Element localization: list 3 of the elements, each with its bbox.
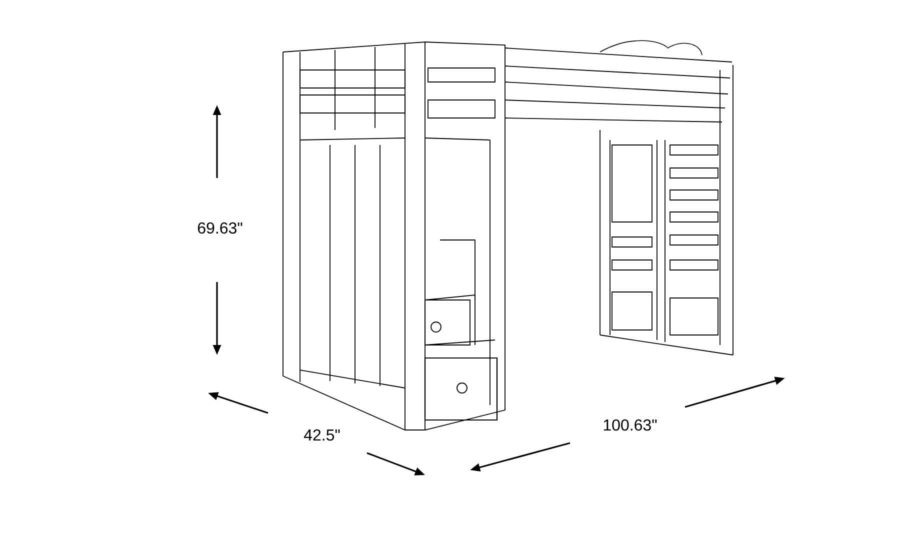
dimension-label: 100.63" xyxy=(604,419,657,431)
dimension-label: 42.5" xyxy=(304,429,340,441)
dimension-label: 69.63" xyxy=(198,222,242,234)
